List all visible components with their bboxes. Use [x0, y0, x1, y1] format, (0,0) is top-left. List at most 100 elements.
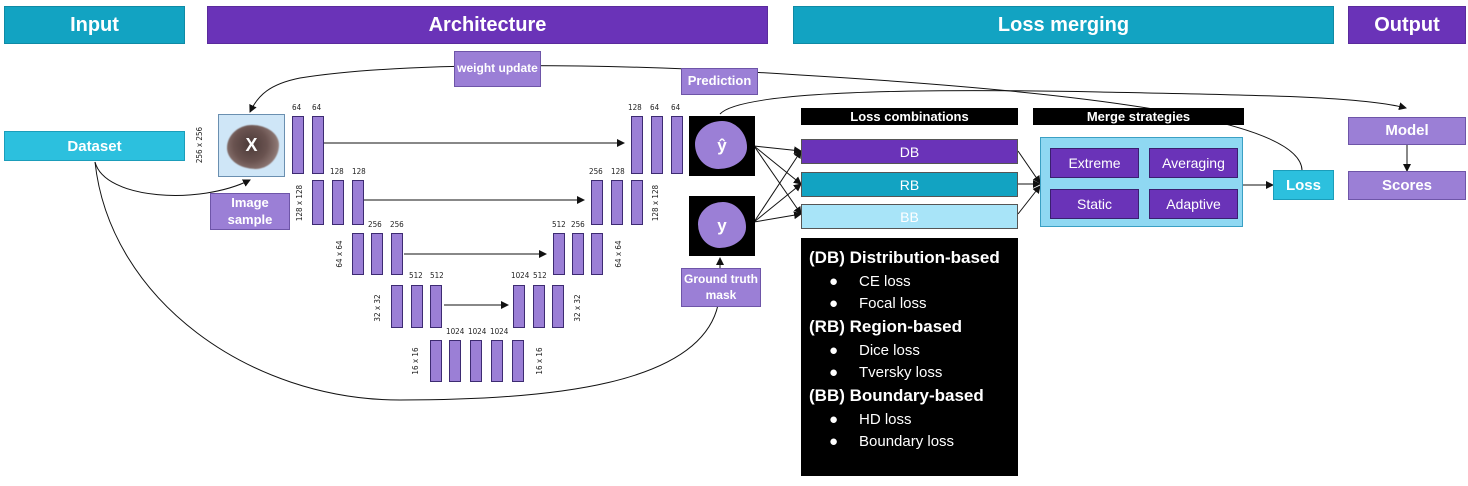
legend-item-label: HD loss — [859, 411, 912, 428]
loss-box: Loss — [1273, 170, 1334, 200]
dataset-to-groundtruth-arrow — [94, 161, 719, 401]
channel-label-enc4a: 512 — [409, 271, 423, 280]
image-sample-box: Image sample — [210, 193, 290, 230]
decoder-block-1b — [651, 116, 663, 174]
bb-to-merge — [1017, 185, 1041, 215]
loss-legend: (DB) Distribution-based ● CE loss ●Focal … — [801, 238, 1018, 476]
bottleneck-block-5 — [512, 340, 524, 382]
db-to-merge — [1017, 150, 1041, 184]
decoder-block-3a — [553, 233, 565, 275]
pred-to-bb — [753, 145, 802, 215]
strategy-extreme: Extreme — [1050, 148, 1139, 178]
size-label-dec2: 128 x 128 — [651, 184, 660, 222]
pred-to-db — [753, 145, 802, 155]
combo-rb: RB — [801, 172, 1018, 197]
encoder-block-2a — [312, 180, 324, 225]
image-sample-tile: X — [218, 114, 285, 177]
decoder-block-2c — [631, 180, 643, 225]
bullet-icon: ● — [829, 342, 839, 359]
bullet-icon: ● — [829, 273, 839, 290]
channel-label-dec3b: 256 — [571, 220, 585, 229]
strategy-adaptive: Adaptive — [1149, 189, 1238, 219]
ground-truth-mask-shape — [698, 202, 746, 248]
ground-truth-mask-tile: y — [689, 196, 755, 256]
ground-truth-symbol: y — [717, 216, 727, 235]
channel-label-dec3a: 512 — [552, 220, 566, 229]
legend-item-label: Boundary loss — [859, 433, 955, 450]
legend-title-rb: (RB) Region-based — [809, 317, 962, 336]
channel-label-dec1c: 64 — [671, 103, 681, 112]
prediction-to-model-arrow — [719, 90, 1407, 115]
size-label-bott-left: 16 x 16 — [411, 347, 420, 375]
encoder-block-2b — [332, 180, 344, 225]
channel-label-dec2a: 256 — [589, 167, 603, 176]
size-label-dec3: 64 x 64 — [614, 240, 623, 268]
decoder-block-1a — [631, 116, 643, 174]
bullet-icon: ● — [829, 411, 839, 428]
encoder-block-1a — [292, 116, 304, 174]
legend-item-label: Dice loss — [859, 342, 920, 359]
weight-update-box: weight update — [454, 51, 541, 87]
decoder-block-2b — [611, 180, 623, 225]
legend-group-bb: (BB) Boundary-based ● HD loss ● Boundary l… — [809, 386, 1018, 450]
channel-label-bott3: 1024 — [490, 327, 509, 336]
channel-label-enc1a: 64 — [292, 103, 302, 112]
image-symbol: X — [245, 135, 258, 155]
ground-truth-box: Ground truth mask — [681, 268, 761, 307]
header-architecture: Architecture — [207, 6, 768, 44]
legend-item: ● Boundary loss — [829, 433, 1018, 450]
encoder-block-4b — [411, 285, 423, 328]
legend-item-label: CE loss — [859, 273, 911, 290]
header-input: Input — [4, 6, 185, 44]
encoder-block-3c — [391, 233, 403, 275]
pred-to-rb — [753, 145, 802, 185]
dataset-box: Dataset — [4, 131, 185, 161]
decoder-block-3b — [572, 233, 584, 275]
header-loss-merging: Loss merging — [793, 6, 1334, 44]
bullet-icon: ● — [829, 433, 839, 450]
size-label-input: 256 x 256 — [195, 126, 204, 164]
prediction-symbol: ŷ — [717, 136, 727, 155]
channel-label-dec1a: 128 — [628, 103, 642, 112]
gt-to-db — [753, 150, 802, 223]
channel-label-dec1b: 64 — [650, 103, 660, 112]
combo-db: DB — [801, 139, 1018, 164]
legend-title-bb: (BB) Boundary-based — [809, 386, 984, 405]
decoder-block-4a — [513, 285, 525, 328]
legend-item: ● HD loss — [829, 411, 1018, 428]
legend-group-rb: (RB) Region-based ● Dice loss ●Tversky lo… — [809, 317, 1018, 381]
size-label-enc3: 64 x 64 — [335, 240, 344, 268]
bottleneck-block-3 — [470, 340, 482, 382]
legend-item: ●Focal loss — [829, 295, 1018, 312]
model-box: Model — [1348, 117, 1466, 145]
size-label-enc4: 32 x 32 — [373, 294, 382, 322]
legend-title-db: (DB) Distribution-based — [809, 248, 1000, 267]
channel-label-enc4b: 512 — [430, 271, 444, 280]
prediction-box: Prediction — [681, 68, 758, 95]
channel-label-enc3a: 256 — [368, 220, 382, 229]
legend-item: ●Tversky loss — [829, 364, 1018, 381]
gt-to-bb — [753, 211, 802, 223]
strategy-static: Static — [1050, 189, 1139, 219]
combo-bb: BB — [801, 204, 1018, 229]
legend-group-db: (DB) Distribution-based ● CE loss ●Focal … — [809, 248, 1018, 312]
bullet-icon: ● — [829, 295, 839, 312]
channel-label-bott1: 1024 — [446, 327, 465, 336]
channel-label-dec4a: 1024 — [511, 271, 530, 280]
dataset-to-image-arrow — [94, 161, 251, 196]
legend-item: ● CE loss — [829, 273, 1018, 290]
encoder-block-3a — [352, 233, 364, 275]
bottleneck-block-2 — [449, 340, 461, 382]
merge-strategies-title: Merge strategies — [1033, 108, 1244, 125]
channel-label-enc2b: 128 — [352, 167, 366, 176]
scores-box: Scores — [1348, 171, 1466, 200]
channel-label-dec2b: 128 — [611, 167, 625, 176]
encoder-block-4c — [430, 285, 442, 328]
channel-label-bott2: 1024 — [468, 327, 487, 336]
encoder-block-4a — [391, 285, 403, 328]
bullet-icon: ● — [829, 364, 839, 381]
lesion-image — [227, 125, 279, 169]
encoder-block-2c — [352, 180, 364, 225]
size-label-bott-right: 16 x 16 — [535, 347, 544, 375]
